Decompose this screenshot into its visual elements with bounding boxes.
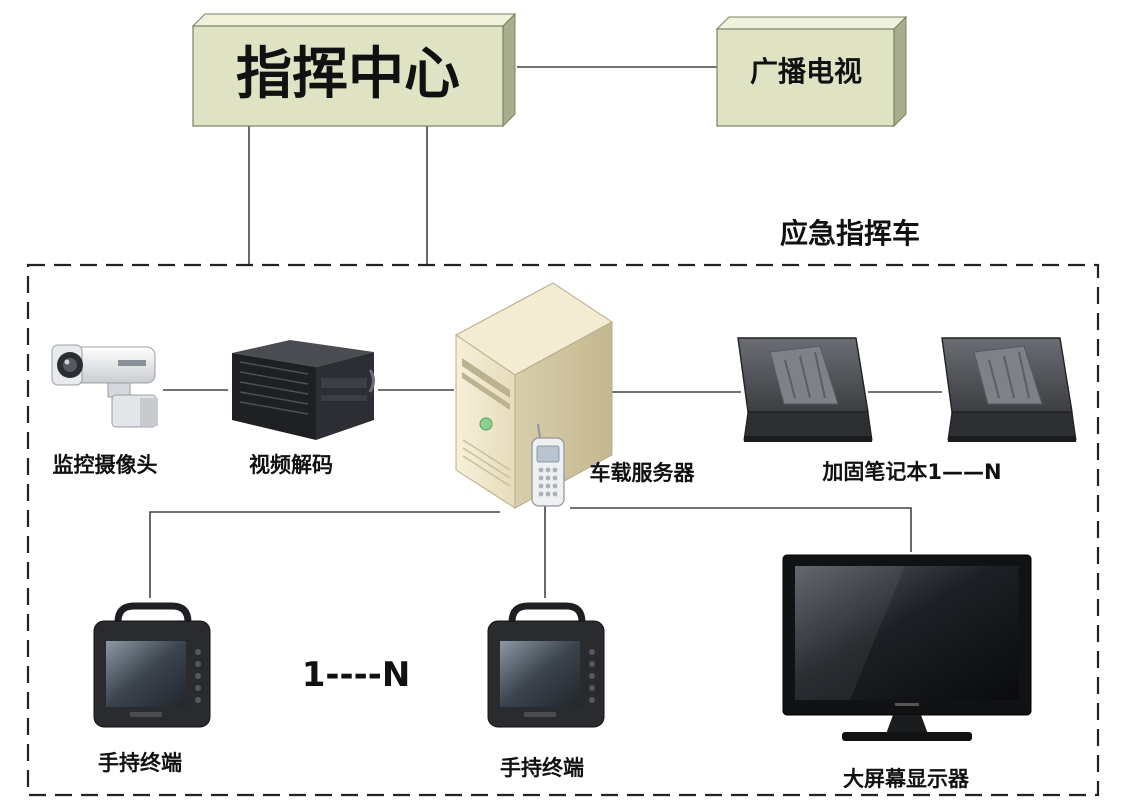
handheld-a-device[interactable]: 手持终端 (93, 602, 211, 775)
camera-device[interactable]: 监控摄像头 (51, 344, 158, 477)
handheld-b-label: 手持终端 (500, 756, 584, 780)
command-center-box[interactable]: 指挥中心 (191, 12, 517, 128)
handheld-range-label: 1----N (302, 655, 411, 695)
vehicle-boundary (26, 263, 1100, 797)
handheld-terminal-icon (487, 602, 605, 728)
handheld-terminal-icon (93, 602, 211, 728)
vehicle-group-label: 应急指挥车 (780, 217, 920, 250)
rugged-laptop-icon (941, 337, 1077, 442)
big-screen-device[interactable]: 大屏幕显示器 (782, 554, 1032, 791)
laptops-device[interactable]: 加固笔记本1——N (737, 337, 1077, 484)
link-server-screen (570, 507, 912, 552)
big-screen-label: 大屏幕显示器 (843, 767, 970, 791)
connection-lines (149, 66, 942, 598)
camera-label: 监控摄像头 (53, 453, 158, 477)
camera-icon (51, 344, 158, 428)
server-label: 车载服务器 (590, 461, 696, 485)
link-server-handheld-a (149, 511, 500, 598)
rugged-laptop-icon (737, 337, 873, 442)
rack-server-icon (232, 340, 375, 440)
laptops-label: 加固笔记本1——N (821, 460, 1001, 484)
command-center-label: 指挥中心 (236, 42, 460, 107)
broadcast-tv-label: 广播电视 (750, 55, 862, 88)
tower-server-icon (455, 282, 613, 509)
handheld-a-label: 手持终端 (98, 751, 182, 775)
monitor-icon (782, 554, 1032, 741)
video-decoder-label: 视频解码 (249, 453, 333, 477)
server-device[interactable]: 车载服务器 (455, 282, 696, 509)
mobile-phone-icon (531, 423, 565, 507)
video-decoder-device[interactable]: 视频解码 (232, 340, 375, 477)
broadcast-tv-box[interactable]: 广播电视 (715, 15, 908, 128)
handheld-b-device[interactable]: 手持终端 (487, 602, 605, 780)
